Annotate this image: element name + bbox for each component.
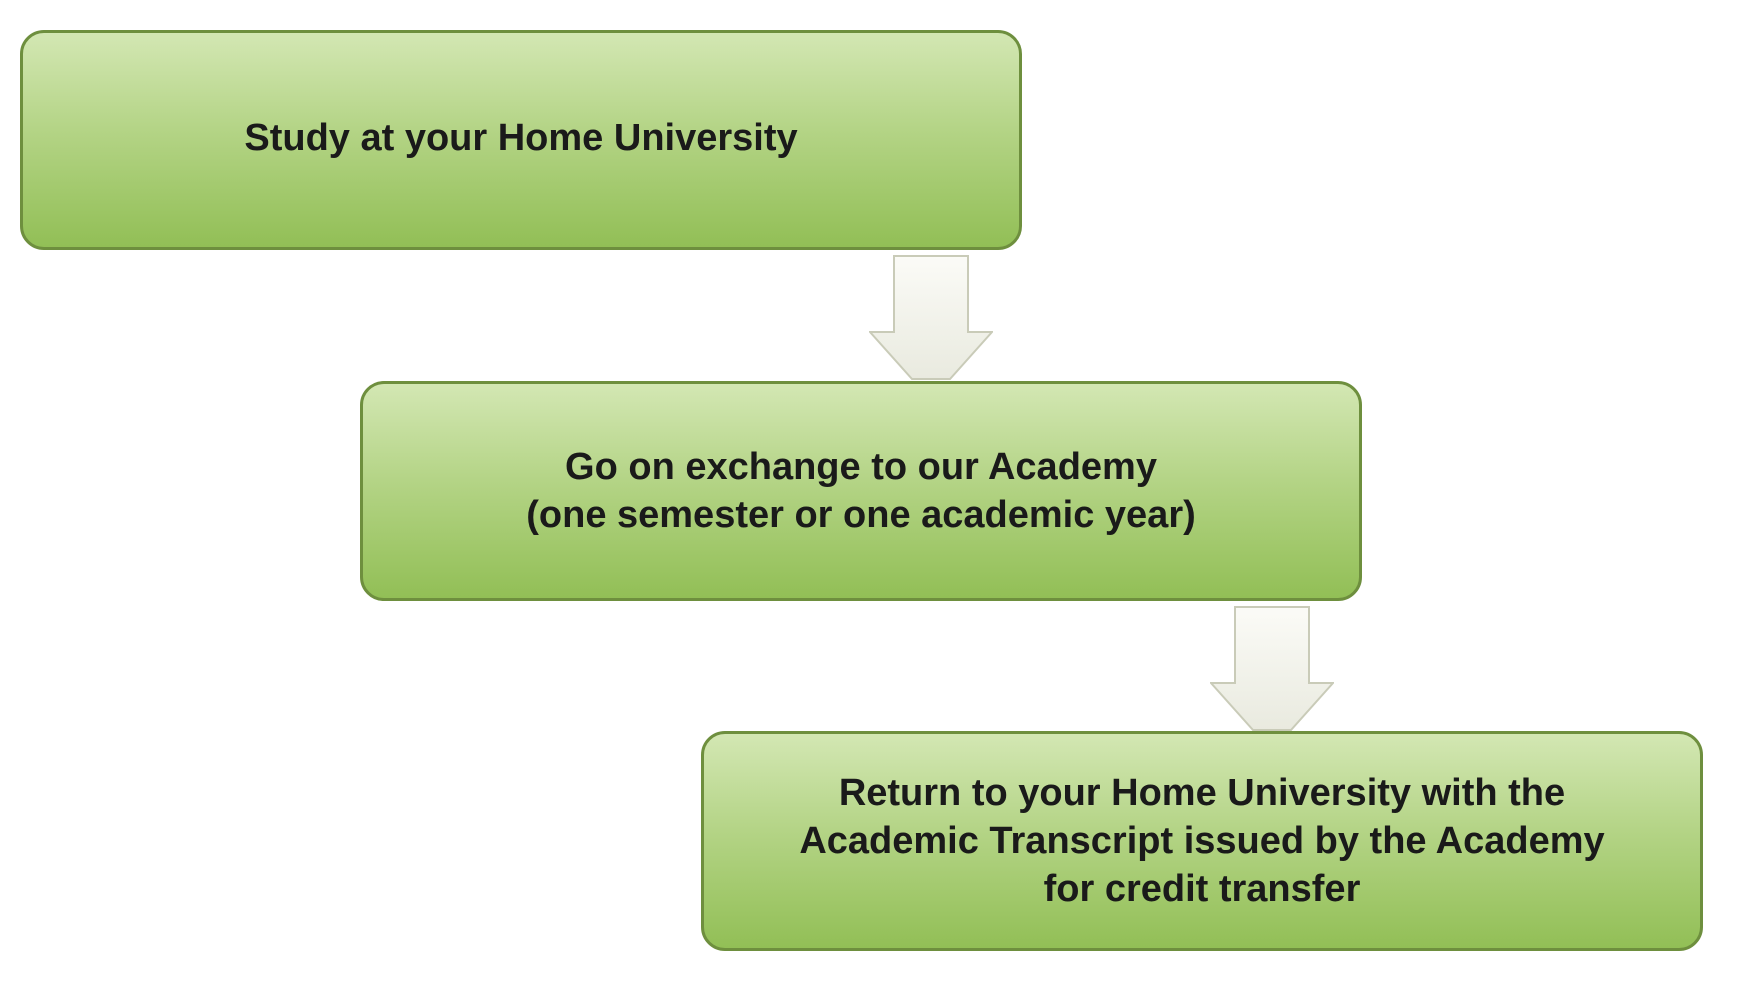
down-arrow-icon	[1210, 606, 1334, 731]
step-label: Study at your Home University	[244, 117, 798, 159]
step-exchange-academy: Go on exchange to our Academy (one semes…	[360, 381, 1362, 601]
step-label: Go on exchange to our Academy (one semes…	[526, 446, 1196, 536]
step-study-home-university: Study at your Home University	[20, 30, 1022, 250]
down-arrow-icon	[869, 255, 993, 380]
step-return-credit-transfer: Return to your Home University with the …	[701, 731, 1703, 951]
step-label: Return to your Home University with the …	[799, 772, 1605, 910]
